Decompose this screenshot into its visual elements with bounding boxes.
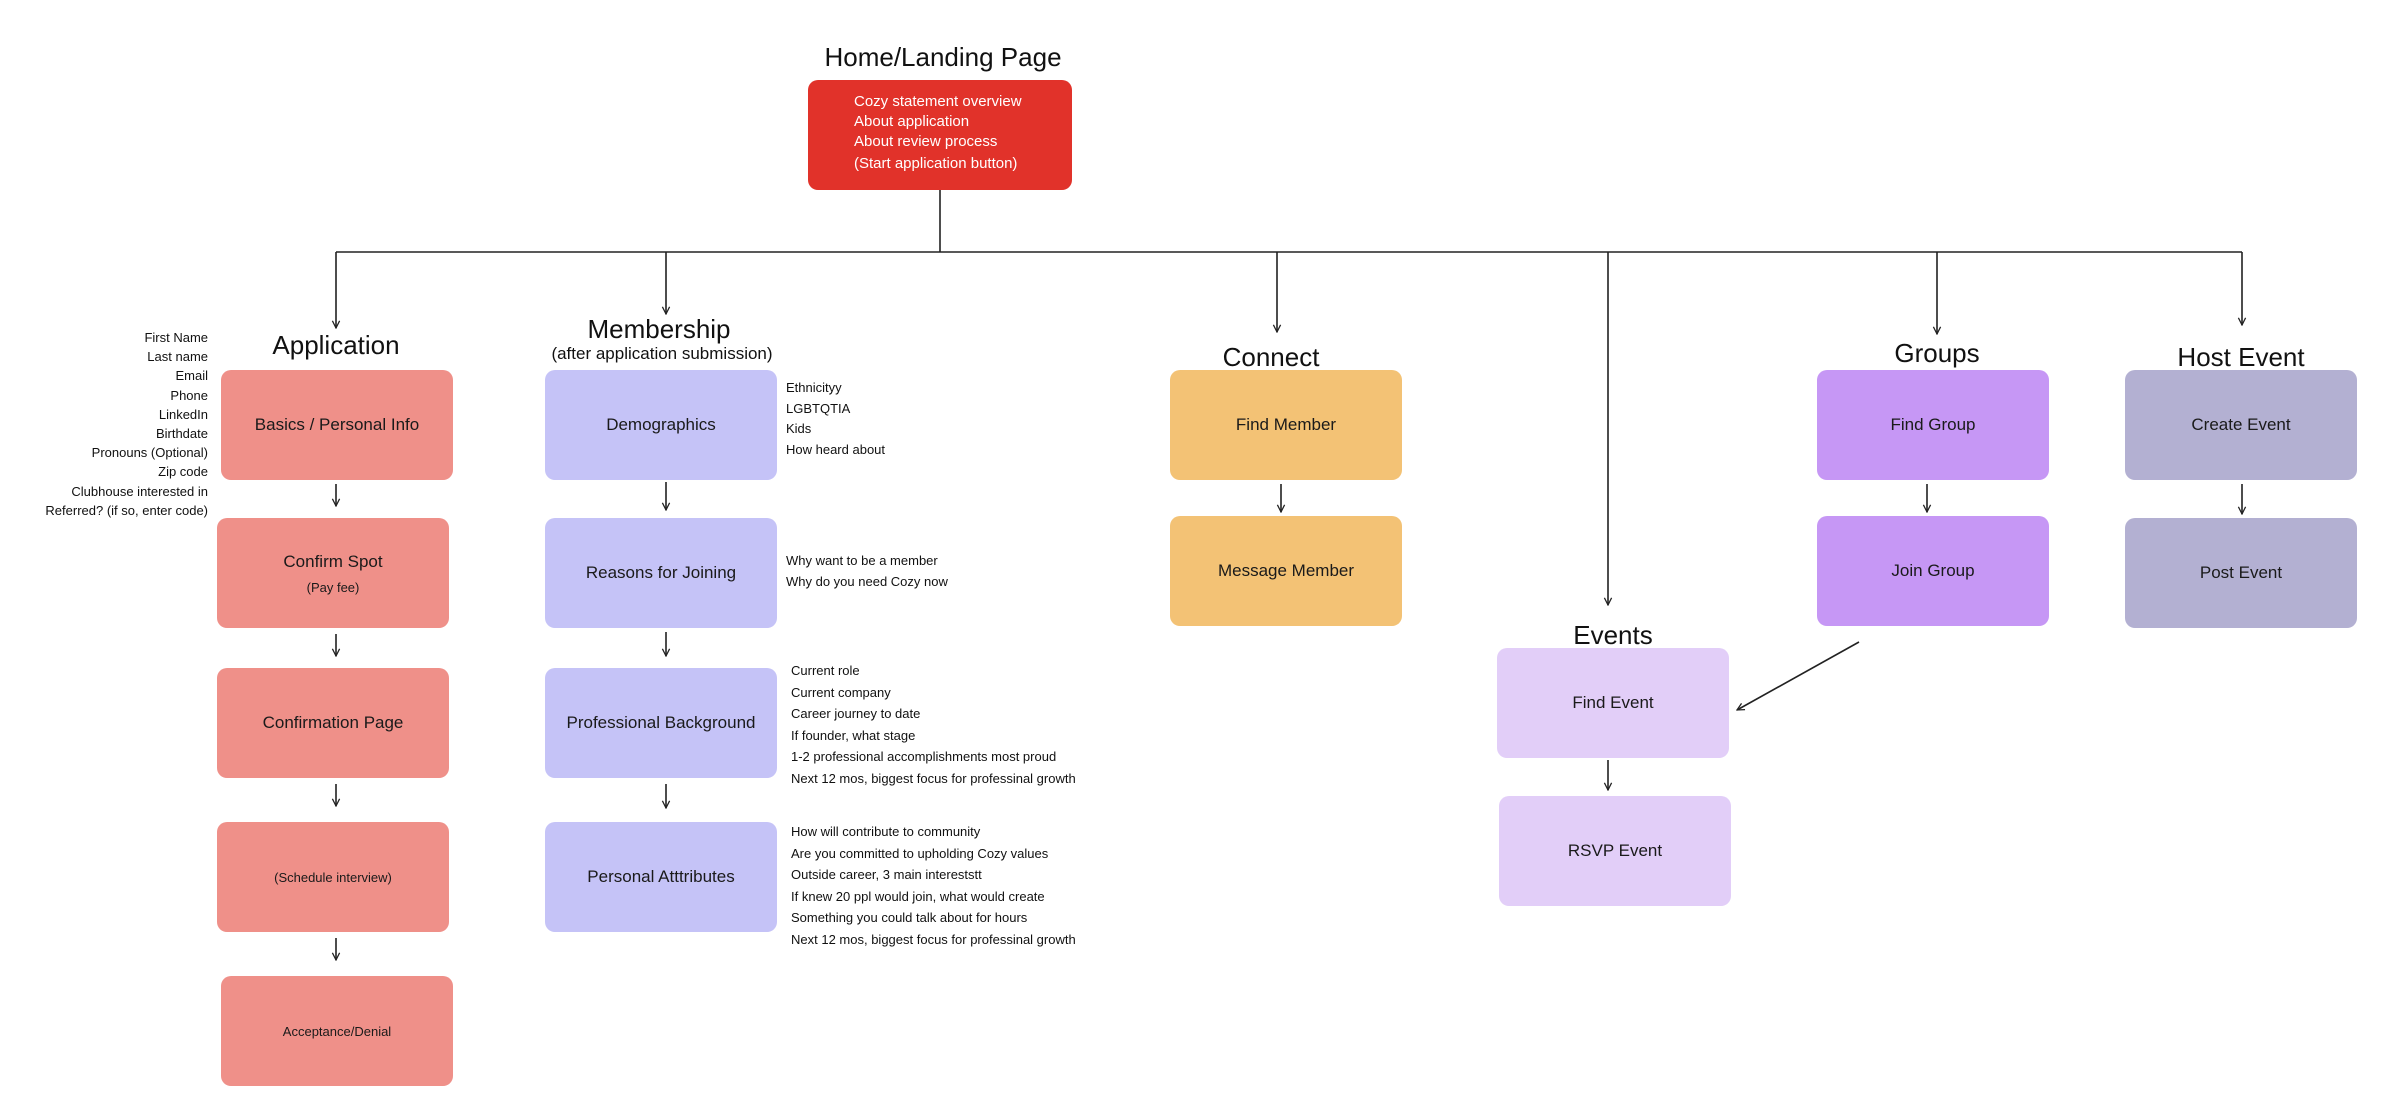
home-box[interactable]: Cozy statement overview About applicatio… <box>808 80 1072 190</box>
note-line: If knew 20 ppl would join, what would cr… <box>791 888 1045 904</box>
box-label: Basics / Personal Info <box>254 415 420 434</box>
box-label: Acceptance/Denial <box>282 1023 392 1039</box>
application-field: First Name <box>144 330 208 345</box>
home-item: About review process <box>854 133 998 150</box>
box-label: (Schedule interview) <box>274 869 392 885</box>
join-group-box[interactable]: Join Group <box>1817 516 2049 626</box>
events-title: Events <box>1573 620 1653 650</box>
note-line: If founder, what stage <box>791 727 916 743</box>
reasons-notes: Why want to be a member Why do you need … <box>786 551 948 592</box>
box-sublabel: (Pay fee) <box>306 579 360 595</box>
box-label: Confirm Spot <box>283 551 383 571</box>
note-line: Ethnicityy <box>786 380 842 395</box>
membership-title: Membership <box>587 314 731 344</box>
demographics-box[interactable]: Demographics <box>545 370 777 480</box>
box-label: Reasons for Joining <box>585 563 737 582</box>
note-line: Are you committed to upholding Cozy valu… <box>791 845 1049 861</box>
note-line: Kids <box>786 421 812 436</box>
box-label: Post Event <box>2199 563 2283 582</box>
home-title: Home/Landing Page <box>824 42 1062 72</box>
professional-notes: Current role Current company Career jour… <box>791 660 1076 789</box>
find-group-box[interactable]: Find Group <box>1817 370 2049 480</box>
application-field: Referred? (if so, enter code) <box>45 502 208 518</box>
application-field: Birthdate <box>155 426 208 442</box>
application-field: Zip code <box>158 464 208 480</box>
confirm-spot-box[interactable]: Confirm Spot (Pay fee) <box>217 518 449 628</box>
groups-title: Groups <box>1894 338 1980 368</box>
box-label: Professional Background <box>566 713 756 732</box>
home-item: About application <box>854 113 970 130</box>
note-line: 1-2 professional accomplishments most pr… <box>791 749 1057 764</box>
application-field: Pronouns (Optional) <box>91 445 208 461</box>
note-line: Current role <box>791 663 860 678</box>
note-line: How heard about <box>786 441 886 457</box>
application-field: Phone <box>170 387 208 403</box>
box-label: Message Member <box>1217 561 1355 580</box>
application-field: LinkedIn <box>158 406 208 422</box>
reasons-for-joining-box[interactable]: Reasons for Joining <box>545 518 777 628</box>
acceptance-denial-box[interactable]: Acceptance/Denial <box>221 976 453 1086</box>
find-member-box[interactable]: Find Member <box>1170 370 1402 480</box>
note-line: Why want to be a member <box>786 553 938 568</box>
note-line: Career journey to date <box>791 706 921 721</box>
box-label: Confirmation Page <box>262 713 404 732</box>
application-field: Last name <box>147 349 208 365</box>
note-line: LGBTQTIA <box>786 400 851 416</box>
box-label: Demographics <box>606 415 716 434</box>
home-item: (Start application button) <box>854 155 1018 172</box>
professional-background-box[interactable]: Professional Background <box>545 668 777 778</box>
box-label: Find Member <box>1235 415 1337 434</box>
basics-personal-info-box[interactable]: Basics / Personal Info <box>221 370 453 480</box>
note-line: Current company <box>791 684 891 700</box>
home-item: Cozy statement overview <box>854 93 1022 110</box>
note-line: Next 12 mos, biggest focus for professin… <box>791 931 1076 947</box>
application-field: Email <box>175 368 208 384</box>
box-label: Join Group <box>1891 561 1975 580</box>
note-line: Next 12 mos, biggest focus for professin… <box>791 770 1076 786</box>
demographics-notes: Ethnicityy LGBTQTIA Kids How heard about <box>786 378 885 460</box>
box-label: Personal Atttributes <box>587 867 735 886</box>
note-line: Outside career, 3 main intereststt <box>791 867 982 882</box>
personal-notes: How will contribute to community Are you… <box>791 821 1076 950</box>
application-title: Application <box>272 330 400 360</box>
note-line: Why do you need Cozy now <box>786 573 948 589</box>
box-label: Create Event <box>2191 415 2291 434</box>
message-member-box[interactable]: Message Member <box>1170 516 1402 626</box>
personal-attributes-box[interactable]: Personal Atttributes <box>545 822 777 932</box>
note-line: Something you could talk about for hours <box>791 910 1028 925</box>
box-label: Find Group <box>1890 415 1976 434</box>
box-label: RSVP Event <box>1567 841 1663 860</box>
confirmation-page-box[interactable]: Confirmation Page <box>217 668 449 778</box>
box-label: Find Event <box>1572 693 1654 712</box>
create-event-box[interactable]: Create Event <box>2125 370 2357 480</box>
connect-title: Connect <box>1222 342 1320 372</box>
find-event-box[interactable]: Find Event <box>1497 648 1729 758</box>
host-event-title: Host Event <box>2177 342 2305 372</box>
schedule-interview-box[interactable]: (Schedule interview) <box>217 822 449 932</box>
note-line: How will contribute to community <box>791 824 981 839</box>
membership-subtitle: (after application submission) <box>551 344 773 363</box>
application-field: Clubhouse interested in <box>71 483 208 499</box>
rsvp-event-box[interactable]: RSVP Event <box>1499 796 1731 906</box>
post-event-box[interactable]: Post Event <box>2125 518 2357 628</box>
application-field-list: First Name Last name Email Phone LinkedI… <box>45 328 208 520</box>
join-to-find-event-arrow <box>1737 641 1860 711</box>
